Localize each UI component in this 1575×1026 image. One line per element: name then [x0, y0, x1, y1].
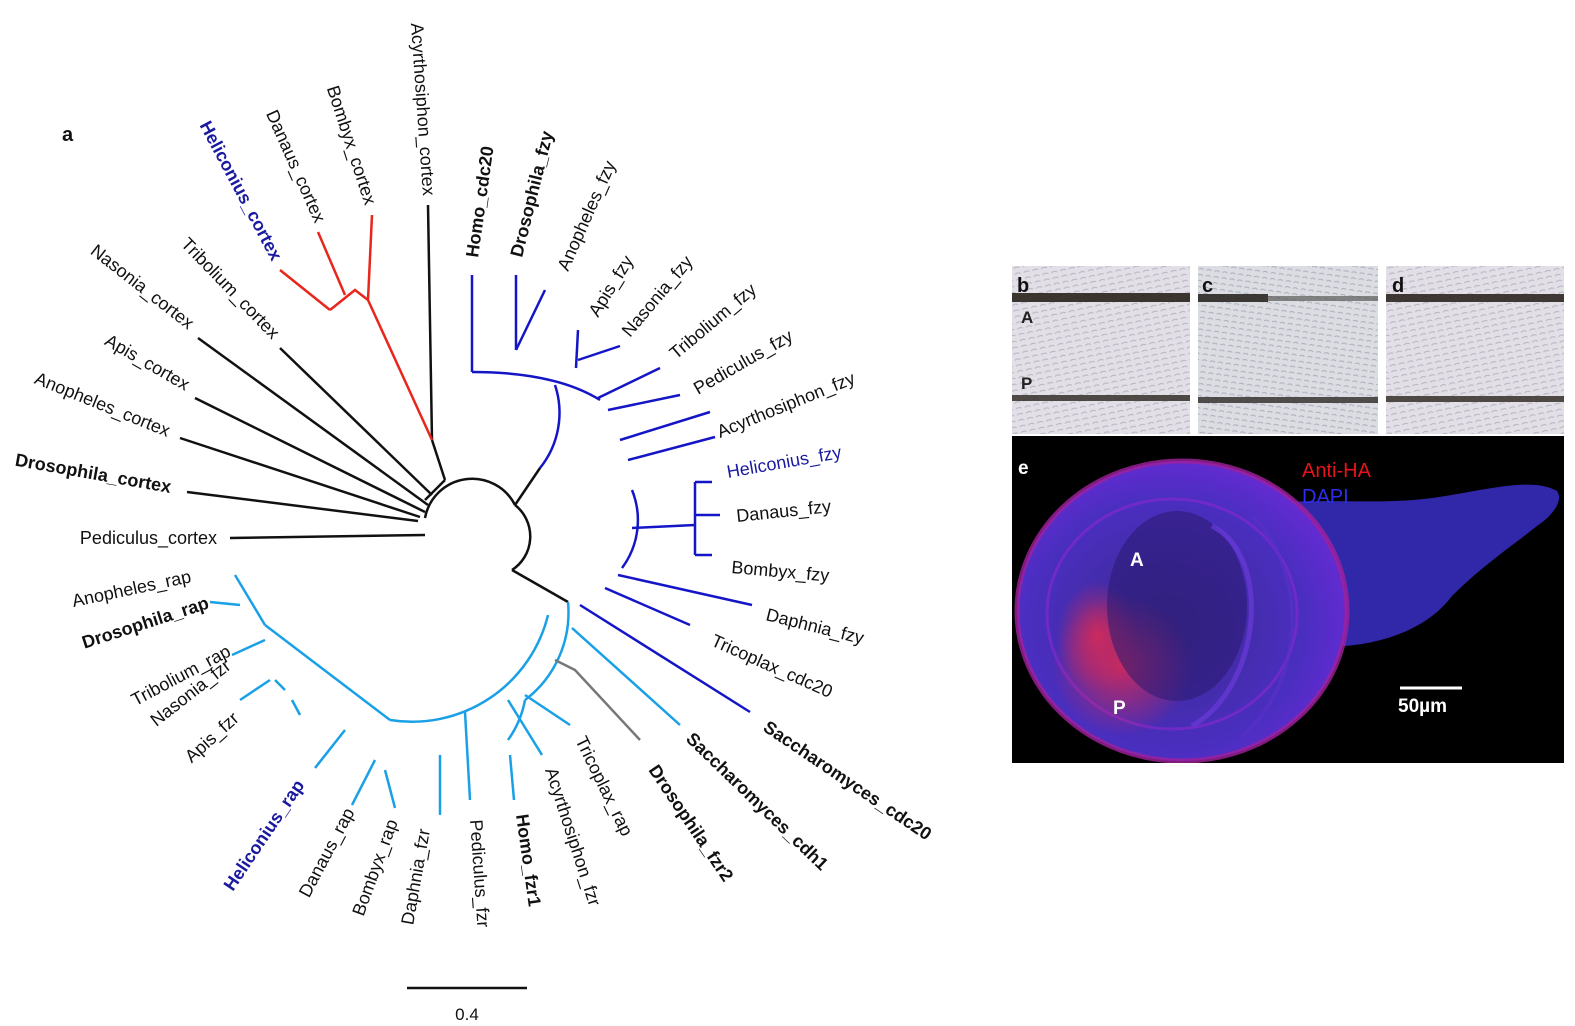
tree-branch	[329, 288, 369, 311]
tree-branch	[508, 754, 516, 801]
panel-label-d: d	[1392, 275, 1405, 297]
tree-branch	[233, 574, 267, 626]
tree-branch	[579, 603, 751, 714]
tree-branch	[619, 410, 711, 442]
tree-branch	[577, 344, 621, 362]
tree-branch	[426, 204, 434, 441]
tree-branch	[524, 693, 571, 727]
tree-branch	[239, 678, 271, 702]
tree-branch	[383, 769, 397, 809]
tree-branch	[186, 490, 419, 523]
panel-label-c: c	[1202, 275, 1214, 297]
disc-posterior-label: P	[1113, 698, 1126, 719]
stain-legend-dapi: DAPI	[1302, 486, 1349, 508]
leaf-label-homo-fzr1: Homo_fzr1	[512, 813, 545, 908]
leaf-label-acyrthosiphon-fzy: Acyrthosiphon_fzy	[714, 368, 858, 443]
panel-label-b: b	[1017, 275, 1030, 297]
tree-branch	[574, 329, 580, 369]
leaf-label-daphnia-fzr: Daphnia_fzr	[397, 827, 435, 926]
tree-branch	[524, 601, 570, 701]
tree-branch	[506, 699, 527, 741]
tree-branch	[274, 679, 286, 691]
tree-branch	[597, 366, 661, 400]
tree-branch	[179, 436, 421, 519]
tree-branch	[366, 299, 434, 441]
leaf-label-apis-fzr: Apis_fzr	[181, 708, 243, 767]
tree-branch	[463, 711, 472, 801]
tree-branch	[631, 523, 696, 530]
leaf-label-danaus-rap: Danaus_rap	[295, 804, 360, 900]
tree-branch	[316, 231, 347, 296]
tree-branch	[279, 347, 433, 496]
scale-bar-label: 0.4	[455, 1005, 479, 1024]
tree-branch	[506, 699, 544, 756]
leaf-label-danaus-fzy: Danaus_fzy	[735, 496, 832, 527]
wing-posterior-label: P	[1021, 374, 1033, 393]
tree-branch	[571, 627, 681, 726]
wing-disc-micrograph-e: e A P Anti-HA DAPI 50µm	[1012, 436, 1564, 763]
tree-branch	[607, 393, 681, 412]
tree-branch	[264, 624, 391, 721]
tree-branch	[314, 729, 346, 769]
leaf-label-drosophila-cortex: Drosophila_cortex	[14, 450, 173, 497]
leaf-label-drosophila-fzy: Drosophila_fzy	[506, 129, 557, 259]
tree-branches	[179, 204, 753, 815]
leaf-label-acyrthosiphon-cortex: Acyrthosiphon_cortex	[406, 22, 439, 196]
wing-micrograph-b: b A P	[1012, 266, 1190, 434]
leaf-label-anopheles-cortex: Anopheles_cortex	[32, 368, 173, 441]
stain-legend-anti-ha: Anti-HA	[1302, 460, 1371, 482]
tree-leaf-labels: Heliconius_cortexDanaus_cortexBombyx_cor…	[14, 22, 936, 928]
tree-branch	[423, 477, 517, 519]
leaf-label-pediculus-cortex: Pediculus_cortex	[80, 528, 217, 549]
panel-label-e: e	[1018, 458, 1029, 479]
tree-branch	[617, 573, 753, 607]
tree-branch	[424, 479, 446, 501]
disc-anterior-label: A	[1130, 550, 1144, 571]
panel-label-a: a	[62, 124, 74, 146]
leaf-label-bombyx-rap: Bombyx_rap	[348, 817, 402, 919]
tree-branch	[620, 489, 640, 569]
leaf-label-apis-fzy: Apis_fzy	[584, 252, 638, 321]
wing-micrograph-c: c	[1198, 266, 1378, 434]
leaf-label-danaus-cortex: Danaus_cortex	[261, 107, 329, 226]
tree-branch	[389, 614, 550, 723]
tree-branch	[471, 370, 601, 402]
leaf-label-heliconius-rap: Heliconius_rap	[220, 776, 309, 894]
disc-scale-label: 50µm	[1398, 696, 1447, 717]
tree-branch	[511, 568, 569, 604]
tree-branch	[604, 586, 691, 627]
tree-branch	[366, 214, 374, 301]
tree-branch	[514, 289, 547, 351]
tree-branch	[229, 533, 426, 540]
leaf-label-nasonia-cortex: Nasonia_cortex	[86, 240, 197, 334]
scale-bar: 0.4	[407, 986, 527, 1024]
tree-branch	[627, 435, 716, 462]
leaf-label-bombyx-cortex: Bombyx_cortex	[322, 83, 380, 207]
leaf-label-apis-cortex: Apis_cortex	[101, 330, 193, 395]
tree-branch	[513, 467, 542, 506]
leaf-label-anopheles-fzy: Anopheles_fzy	[553, 158, 620, 274]
wing-anterior-label: A	[1021, 308, 1034, 327]
leaf-label-pediculus-fzr: Pediculus_fzr	[465, 819, 493, 928]
tree-branch	[290, 699, 302, 716]
leaf-label-bombyx-fzy: Bombyx_fzy	[731, 557, 831, 586]
tree-branch	[194, 396, 426, 514]
tree-branch	[279, 269, 331, 311]
leaf-label-heliconius-fzy: Heliconius_fzy	[725, 442, 843, 483]
leaf-label-homo-cdc20: Homo_cdc20	[462, 145, 497, 259]
tree-branch	[231, 638, 266, 657]
tree-branch	[554, 658, 641, 741]
leaf-label-heliconius-cortex: Heliconius_cortex	[196, 118, 286, 264]
tree-branch	[511, 504, 532, 572]
leaf-label-daphnia-fzy: Daphnia_fzy	[764, 604, 866, 649]
tree-branch	[209, 600, 241, 607]
tree-branch	[430, 439, 447, 481]
wing-micrograph-d: d	[1386, 266, 1564, 434]
leaf-label-tricoplax-rap: Tricoplax_rap	[571, 733, 637, 840]
tree-branch	[539, 384, 561, 469]
leaf-label-tricoplax-cdc20: Tricoplax_cdc20	[708, 630, 836, 702]
tree-branch	[350, 759, 377, 806]
tree-branch	[197, 336, 429, 507]
